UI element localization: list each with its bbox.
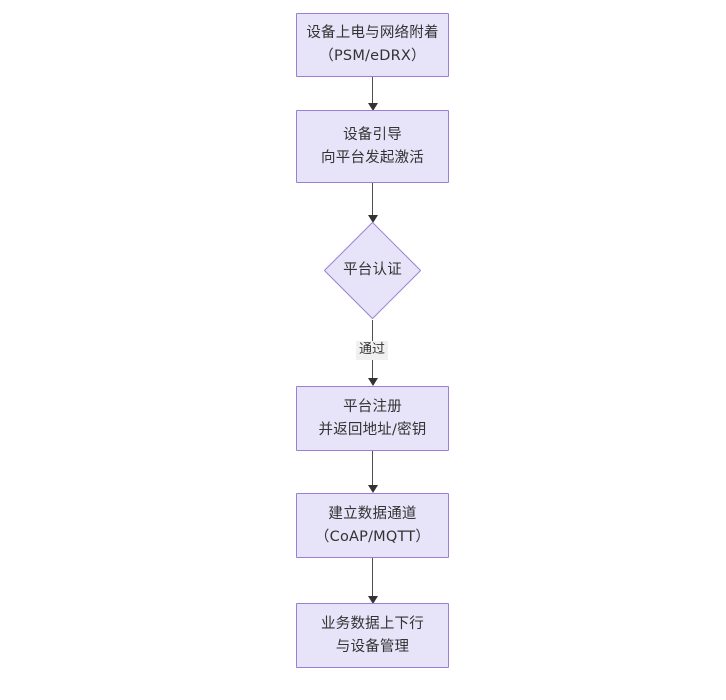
node-platform-authentication[interactable]: 平台认证	[323, 221, 422, 320]
arrowhead-icon	[367, 596, 378, 604]
node-label: 建立数据通道 （CoAP/MQTT）	[314, 505, 431, 545]
edge-line	[372, 451, 374, 486]
arrowhead-icon	[367, 485, 378, 493]
node-label: 业务数据上下行 与设备管理	[321, 615, 424, 655]
edge-n2-n3	[367, 183, 378, 223]
edge-n4-n5	[367, 451, 378, 493]
arrowhead-icon	[367, 103, 378, 111]
node-label: 设备引导 向平台发起激活	[321, 126, 424, 166]
arrowhead-icon	[367, 378, 378, 386]
edge-line	[372, 558, 374, 597]
node-label: 设备上电与网络附着 （PSM/eDRX）	[306, 25, 439, 64]
node-business-data-and-device-management[interactable]: 业务数据上下行 与设备管理	[296, 603, 449, 668]
arrowhead-icon	[367, 215, 378, 223]
edge-n1-n2	[367, 77, 378, 111]
node-label: 平台认证	[343, 262, 402, 279]
edge-label-pass: 通过	[356, 341, 389, 360]
node-device-bootstrap[interactable]: 设备引导 向平台发起激活	[296, 110, 449, 183]
edge-n5-n6	[367, 558, 378, 604]
node-establish-data-channel[interactable]: 建立数据通道 （CoAP/MQTT）	[296, 493, 449, 558]
edge-line	[372, 77, 374, 104]
node-platform-registration[interactable]: 平台注册 并返回地址/密钥	[296, 386, 449, 451]
node-device-power-on[interactable]: 设备上电与网络附着 （PSM/eDRX）	[296, 13, 449, 77]
edge-line	[372, 183, 374, 216]
node-label: 平台注册 并返回地址/密钥	[318, 398, 427, 438]
